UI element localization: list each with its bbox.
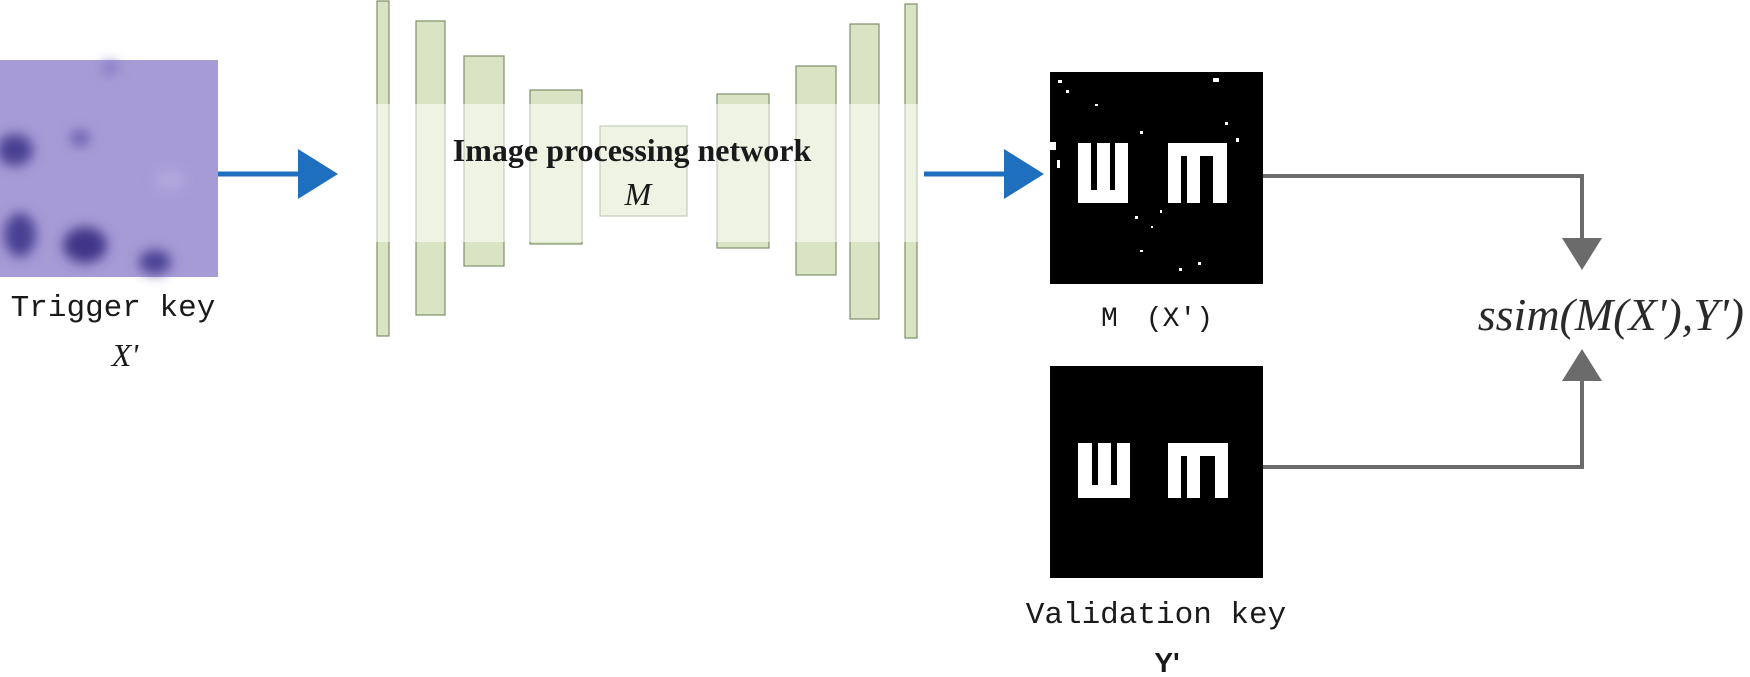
- output-image: [1050, 72, 1263, 284]
- network-title-band: [370, 104, 922, 242]
- network-title: Image processing network: [453, 132, 812, 168]
- trigger-symbol: X': [110, 337, 140, 373]
- validation-symbol: Y': [1154, 647, 1179, 677]
- output-label: M (X'): [1101, 304, 1213, 335]
- validation-key-image: [1050, 366, 1263, 578]
- validation-label: Validation key: [1026, 598, 1286, 633]
- validation-to-ssim-connector: [1263, 349, 1602, 469]
- output-to-ssim-connector: [1263, 174, 1602, 270]
- network-symbol: M: [624, 176, 654, 212]
- trigger-key-image: [0, 60, 218, 277]
- ssim-formula-text: ssim(M(X'),Y'): [1478, 289, 1744, 340]
- trigger-label: Trigger key: [11, 291, 216, 326]
